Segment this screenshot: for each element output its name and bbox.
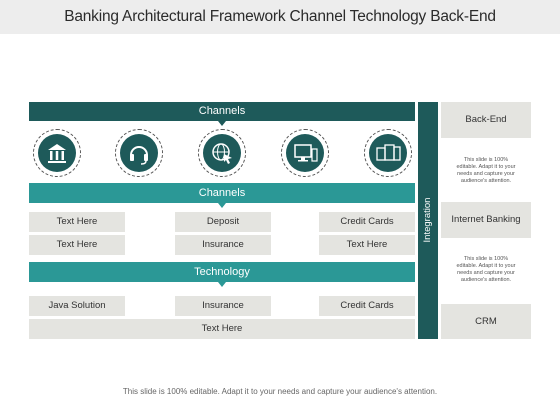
footer-note: This slide is 100% editable. Adapt it to… (122, 387, 438, 396)
icon-circle-3 (203, 134, 241, 172)
icon-ring-5 (364, 129, 412, 177)
icon-ring-2 (115, 129, 163, 177)
channels-top-bar: Channels (29, 102, 415, 121)
headset-icon (130, 146, 148, 165)
icon-circle-1 (38, 134, 76, 172)
back-end-box: Back-End (441, 102, 531, 138)
channels-arrow (218, 203, 226, 208)
internet-banking-box: Internet Banking (441, 202, 531, 238)
channel-box: Text Here (29, 235, 125, 255)
technology-box: Credit Cards (319, 296, 415, 316)
icon-circle-2 (120, 134, 158, 172)
globe-cursor-icon (212, 143, 232, 164)
channels-bar: Channels (29, 183, 415, 203)
technology-box: Insurance (175, 296, 271, 316)
technology-bar: Technology (29, 262, 415, 282)
icon-circle-5 (369, 134, 407, 172)
devices-icon (376, 144, 401, 161)
crm-box: CRM (441, 304, 531, 339)
channel-box: Insurance (175, 235, 271, 255)
channel-box: Credit Cards (319, 212, 415, 232)
desktop-computer-icon (294, 144, 318, 162)
side-note: This slide is 100% editable. Adapt it to… (456, 157, 516, 184)
icon-circle-4 (286, 134, 324, 172)
channels-top-arrow (218, 121, 226, 126)
channel-box: Text Here (319, 235, 415, 255)
channel-box: Text Here (29, 212, 125, 232)
technology-box: Java Solution (29, 296, 125, 316)
channels-top-bar-label: Channels (198, 105, 246, 117)
technology-arrow (218, 282, 226, 287)
icon-ring-3 (198, 129, 246, 177)
slide-title: Banking Architectural Framework Channel … (0, 0, 560, 34)
integration-label: Integration (422, 197, 433, 243)
channel-box: Deposit (175, 212, 271, 232)
side-note: This slide is 100% editable. Adapt it to… (456, 256, 516, 283)
integration-bar (418, 102, 438, 339)
bottom-text-box: Text Here (29, 319, 415, 339)
channels-bar-label: Channels (198, 187, 246, 199)
bank-icon (48, 144, 66, 163)
icon-ring-4 (281, 129, 329, 177)
technology-bar-label: Technology (194, 266, 250, 278)
icon-ring-1 (33, 129, 81, 177)
